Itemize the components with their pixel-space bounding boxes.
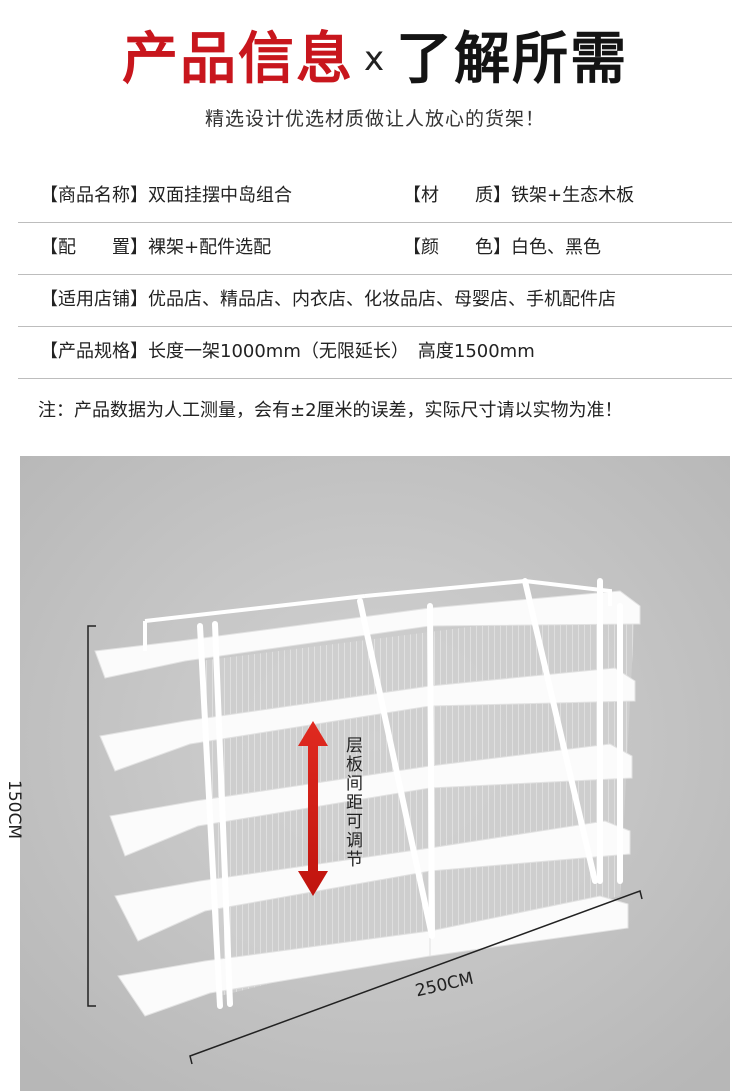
spec-material: 【材 质】铁架+生态木板 <box>403 170 634 222</box>
dimension-lines <box>87 625 643 1065</box>
spec-size-value: 长度一架1000mm（无限延长） 高度1500mm <box>148 341 535 362</box>
spec-color-value: 白色、黑色 <box>511 237 601 258</box>
spec-stores-value: 优品店、精品店、内衣店、化妆品店、母婴店、手机配件店 <box>148 289 616 310</box>
top-frame <box>143 579 612 651</box>
height-dimension-label: 150CM <box>4 780 24 839</box>
subtitle: 精选设计优选材质做让人放心的货架！ <box>204 108 545 130</box>
title-main: 了解所需 <box>396 27 629 92</box>
spec-material-value: 铁架+生态木板 <box>511 185 635 206</box>
spec-name-value: 双面挂摆中岛组合 <box>148 185 292 206</box>
spec-row-stores: 【适用店铺】优品店、精品店、内衣店、化妆品店、母婴店、手机配件店 <box>18 274 732 327</box>
spec-row-size: 【产品规格】长度一架1000mm（无限延长） 高度1500mm <box>18 326 732 379</box>
spec-color: 【颜 色】白色、黑色 <box>403 222 601 274</box>
spec-stores: 【适用店铺】优品店、精品店、内衣店、化妆品店、母婴店、手机配件店 <box>40 274 616 326</box>
shelf-illustration <box>20 456 730 1091</box>
title-separator: x <box>363 39 387 79</box>
spec-size: 【产品规格】长度一架1000mm（无限延长） 高度1500mm <box>40 326 535 378</box>
spec-config-value: 裸架+配件选配 <box>148 237 272 258</box>
spec-size-label: 【产品规格】 <box>40 341 148 362</box>
spec-row-name-material: 【商品名称】双面挂摆中岛组合 【材 质】铁架+生态木板 <box>18 170 732 223</box>
title-highlight: 产品信息 <box>121 27 354 92</box>
spec-material-label: 【材 质】 <box>403 185 511 206</box>
spec-row-config-color: 【配 置】裸架+配件选配 【颜 色】白色、黑色 <box>18 222 732 275</box>
product-photo <box>20 456 730 1091</box>
spec-color-label: 【颜 色】 <box>403 237 511 258</box>
measurement-note: 注：产品数据为人工测量，会有±2厘米的误差，实际尺寸请以实物为准！ <box>38 400 623 421</box>
spec-stores-label: 【适用店铺】 <box>40 289 148 310</box>
spec-config-label: 【配 置】 <box>40 237 148 258</box>
adjust-arrow-icon <box>298 721 328 896</box>
spec-name-label: 【商品名称】 <box>40 185 148 206</box>
adjustable-shelf-label: 层板间距可调节 <box>342 736 362 869</box>
shelf-uprights <box>197 578 623 1009</box>
shelf-tiers <box>94 590 641 1017</box>
spec-config: 【配 置】裸架+配件选配 <box>40 222 271 274</box>
spec-name: 【商品名称】双面挂摆中岛组合 <box>40 170 292 222</box>
